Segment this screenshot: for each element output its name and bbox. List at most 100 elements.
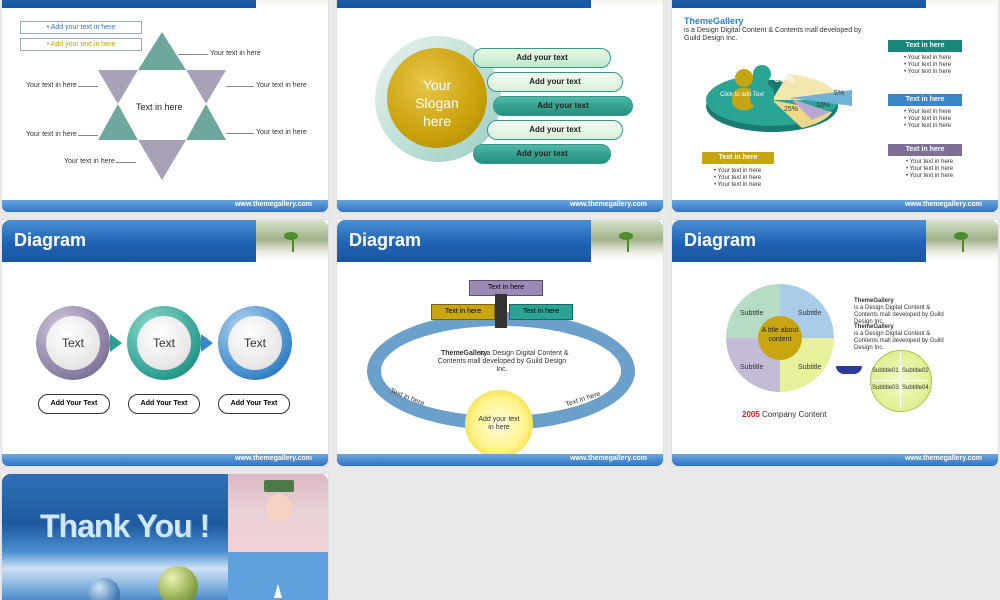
plant-image (591, 0, 663, 8)
child-face (266, 494, 292, 522)
callout-bullet: • Your text in here (904, 69, 952, 75)
add-text-button[interactable]: Add Your Text (218, 394, 290, 414)
star-label: Your text in here (26, 131, 77, 138)
slide-thumbnail-4[interactable]: Diagram Text Text Text Add Your Text Add… (2, 220, 328, 466)
slide-header (672, 0, 998, 8)
quadrant-label: Subtitle (798, 310, 822, 317)
star-label: Your text in here (64, 158, 115, 165)
list-item: Add your text (473, 144, 611, 164)
callout-bullet: • Your text in here (714, 175, 762, 181)
callout-bullet: • Your text in here (714, 168, 762, 174)
callout-title: Text in here (888, 94, 962, 106)
text-ring: Text (218, 306, 292, 380)
text-ring: Text (36, 306, 110, 380)
slide-title: Diagram (14, 230, 87, 250)
text-box-1: • Add your text in here (20, 21, 142, 34)
curved-arrow-icon (836, 366, 862, 374)
callout-bullet: • Your text in here (904, 62, 952, 68)
brand-name: ThemeGallery (441, 350, 488, 357)
sun-label: Add your text in here (478, 416, 520, 431)
list-item: Add your text (473, 48, 611, 68)
brand-description: is a Design Digital Content & Contents m… (684, 27, 862, 42)
brand-name: ThemeGallery (684, 16, 744, 26)
caption-year: 2005 (742, 410, 760, 419)
text-box-2: • Add your text in here (20, 38, 142, 51)
small-subtitle: Subtitle01 (872, 368, 899, 374)
slide-title: Diagram (349, 230, 422, 250)
pie-chart (706, 65, 852, 132)
plant-image (256, 220, 328, 262)
callout-bullet: • Your text in here (906, 159, 954, 165)
quadrant-circle (726, 284, 834, 392)
sun-circle (465, 390, 533, 458)
callout-bullet: • Your text in here (904, 116, 952, 122)
plant-image (926, 220, 998, 262)
list-item: Add your text (493, 96, 633, 116)
box-connector (495, 294, 507, 328)
quadrant-label: Subtitle (740, 310, 764, 317)
slide-title: Diagram (684, 230, 757, 250)
callout-title: Text in here (888, 144, 962, 156)
slide-footer: www.themegallery.com (672, 200, 998, 212)
list-item: Add your text (487, 120, 623, 140)
circle-title: A title about content (761, 327, 799, 343)
list-item: Add your text (487, 72, 623, 92)
text-box-right: Text in here (509, 304, 573, 320)
caption-text: Company Content (762, 410, 827, 419)
slide-header: Diagram (337, 220, 663, 262)
arrow-icon (201, 334, 213, 352)
star-diagram (98, 32, 226, 180)
plant-image (591, 220, 663, 262)
pie-label-25: 25% (784, 106, 799, 113)
callout-title: Text in here (702, 152, 774, 164)
pie-label-10: 10% (816, 102, 831, 109)
slide-footer: www.themegallery.com (2, 454, 328, 466)
callout-bullet: • Your text in here (904, 123, 952, 129)
quadrant-label: Subtitle (740, 364, 764, 371)
callout-bullet: • Your text in here (904, 109, 952, 115)
small-circle (870, 350, 932, 412)
pie-label-60: 60% (774, 74, 795, 85)
thankyou-title: Thank You ! (40, 508, 210, 544)
slide-header (2, 0, 328, 8)
small-subtitle: Subtitle03 (872, 385, 899, 391)
arrow-up-icon (274, 584, 282, 598)
slide-footer: www.themegallery.com (2, 200, 328, 212)
star-label: Your text in here (256, 82, 307, 89)
slide-footer: www.themegallery.com (672, 454, 998, 466)
add-text-button[interactable]: Add Your Text (38, 394, 110, 414)
brand-name: ThemeGallery (854, 298, 894, 304)
small-circle-divider (872, 380, 928, 381)
slide-thumbnail-5[interactable]: Diagram Text in here Text in here Text i… (337, 220, 663, 466)
plant-image (256, 0, 328, 8)
star-center-label: Text in here (136, 102, 183, 112)
slide-footer: www.themegallery.com (337, 454, 663, 466)
callout-title: Text in here (888, 40, 962, 52)
slide-thumbnail-3[interactable]: ThemeGallery is a Design Digital Content… (672, 0, 998, 212)
click-to-add-text: Click to add Text (720, 92, 764, 98)
text-box-left: Text in here (431, 304, 495, 320)
slide-thumbnail-1[interactable]: • Add your text in here • Add your text … (2, 0, 328, 212)
callout-bullet: • Your text in here (714, 182, 762, 188)
star-label: Your text in here (26, 82, 77, 89)
brand-description: is a Design Digital Content & Contents m… (854, 331, 944, 351)
books-icon (264, 480, 294, 492)
text-box-top: Text in here (469, 280, 543, 296)
star-label: Your text in here (256, 129, 307, 136)
slide-thumbnail-6[interactable]: Diagram A title about content Subtitle S… (672, 220, 998, 466)
globe-icon (88, 578, 120, 600)
star-label: Your text in here (210, 50, 261, 57)
slide-header: Diagram (672, 220, 998, 262)
slide-footer: www.themegallery.com (337, 200, 663, 212)
callout-bullet: • Your text in here (906, 173, 954, 179)
small-subtitle: Subtitle02 (902, 368, 929, 374)
slide-thumbnail-2[interactable]: Your Slogan here Add your text Add your … (337, 0, 663, 212)
quadrant-label: Subtitle (798, 364, 822, 371)
callout-bullet: • Your text in here (904, 55, 952, 61)
callout-bullet: • Your text in here (906, 166, 954, 172)
slogan-circle (387, 48, 487, 148)
brand-name: ThemeGallery (854, 324, 894, 330)
slide-thumbnail-7[interactable]: Thank You ! (2, 474, 328, 600)
plant-image (926, 0, 998, 8)
add-text-button[interactable]: Add Your Text (128, 394, 200, 414)
